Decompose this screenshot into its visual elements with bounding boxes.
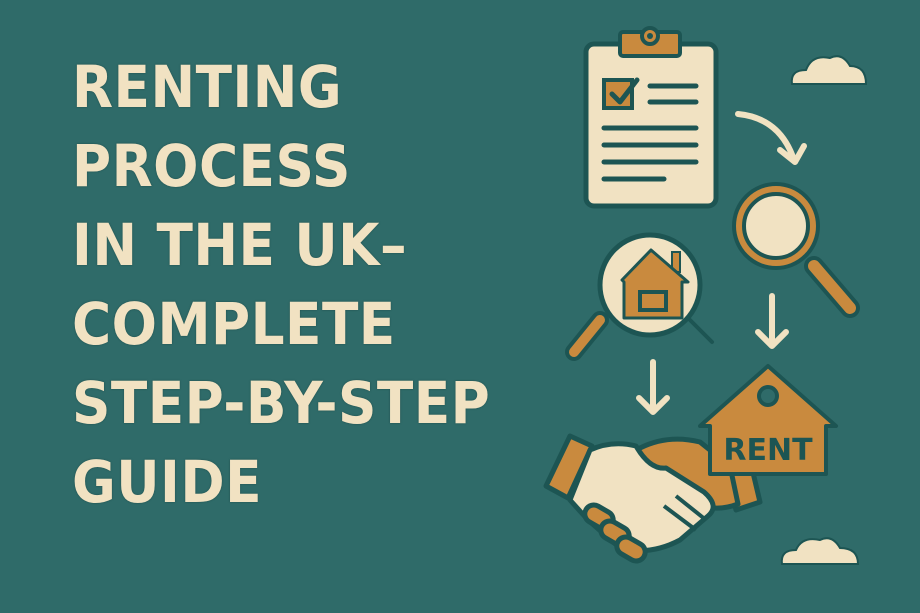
headline-line-2: PROCESS [72,132,351,200]
arrow-icon [735,111,807,165]
headline-line-1: RENTING [72,53,343,121]
arrow-icon [636,359,670,415]
headline: RENTING PROCESS IN THE UK– COMPLETE STEP… [72,48,527,522]
cloud-icon [780,537,860,565]
clipboard-checklist-icon [583,26,719,209]
arrow-icon [755,293,789,349]
headline-line-6: GUIDE [72,448,263,516]
house-search-icon [565,232,714,361]
headline-line-5: STEP-BY-STEP [72,369,491,437]
headline-line-4: COMPLETE [72,290,396,358]
rent-sign-label: RENT [723,433,813,468]
headline-line-3: IN THE UK– [72,211,408,279]
magnifying-glass-icon [732,182,860,318]
rent-sign-icon: RENT [698,364,838,476]
cloud-icon [790,55,868,85]
